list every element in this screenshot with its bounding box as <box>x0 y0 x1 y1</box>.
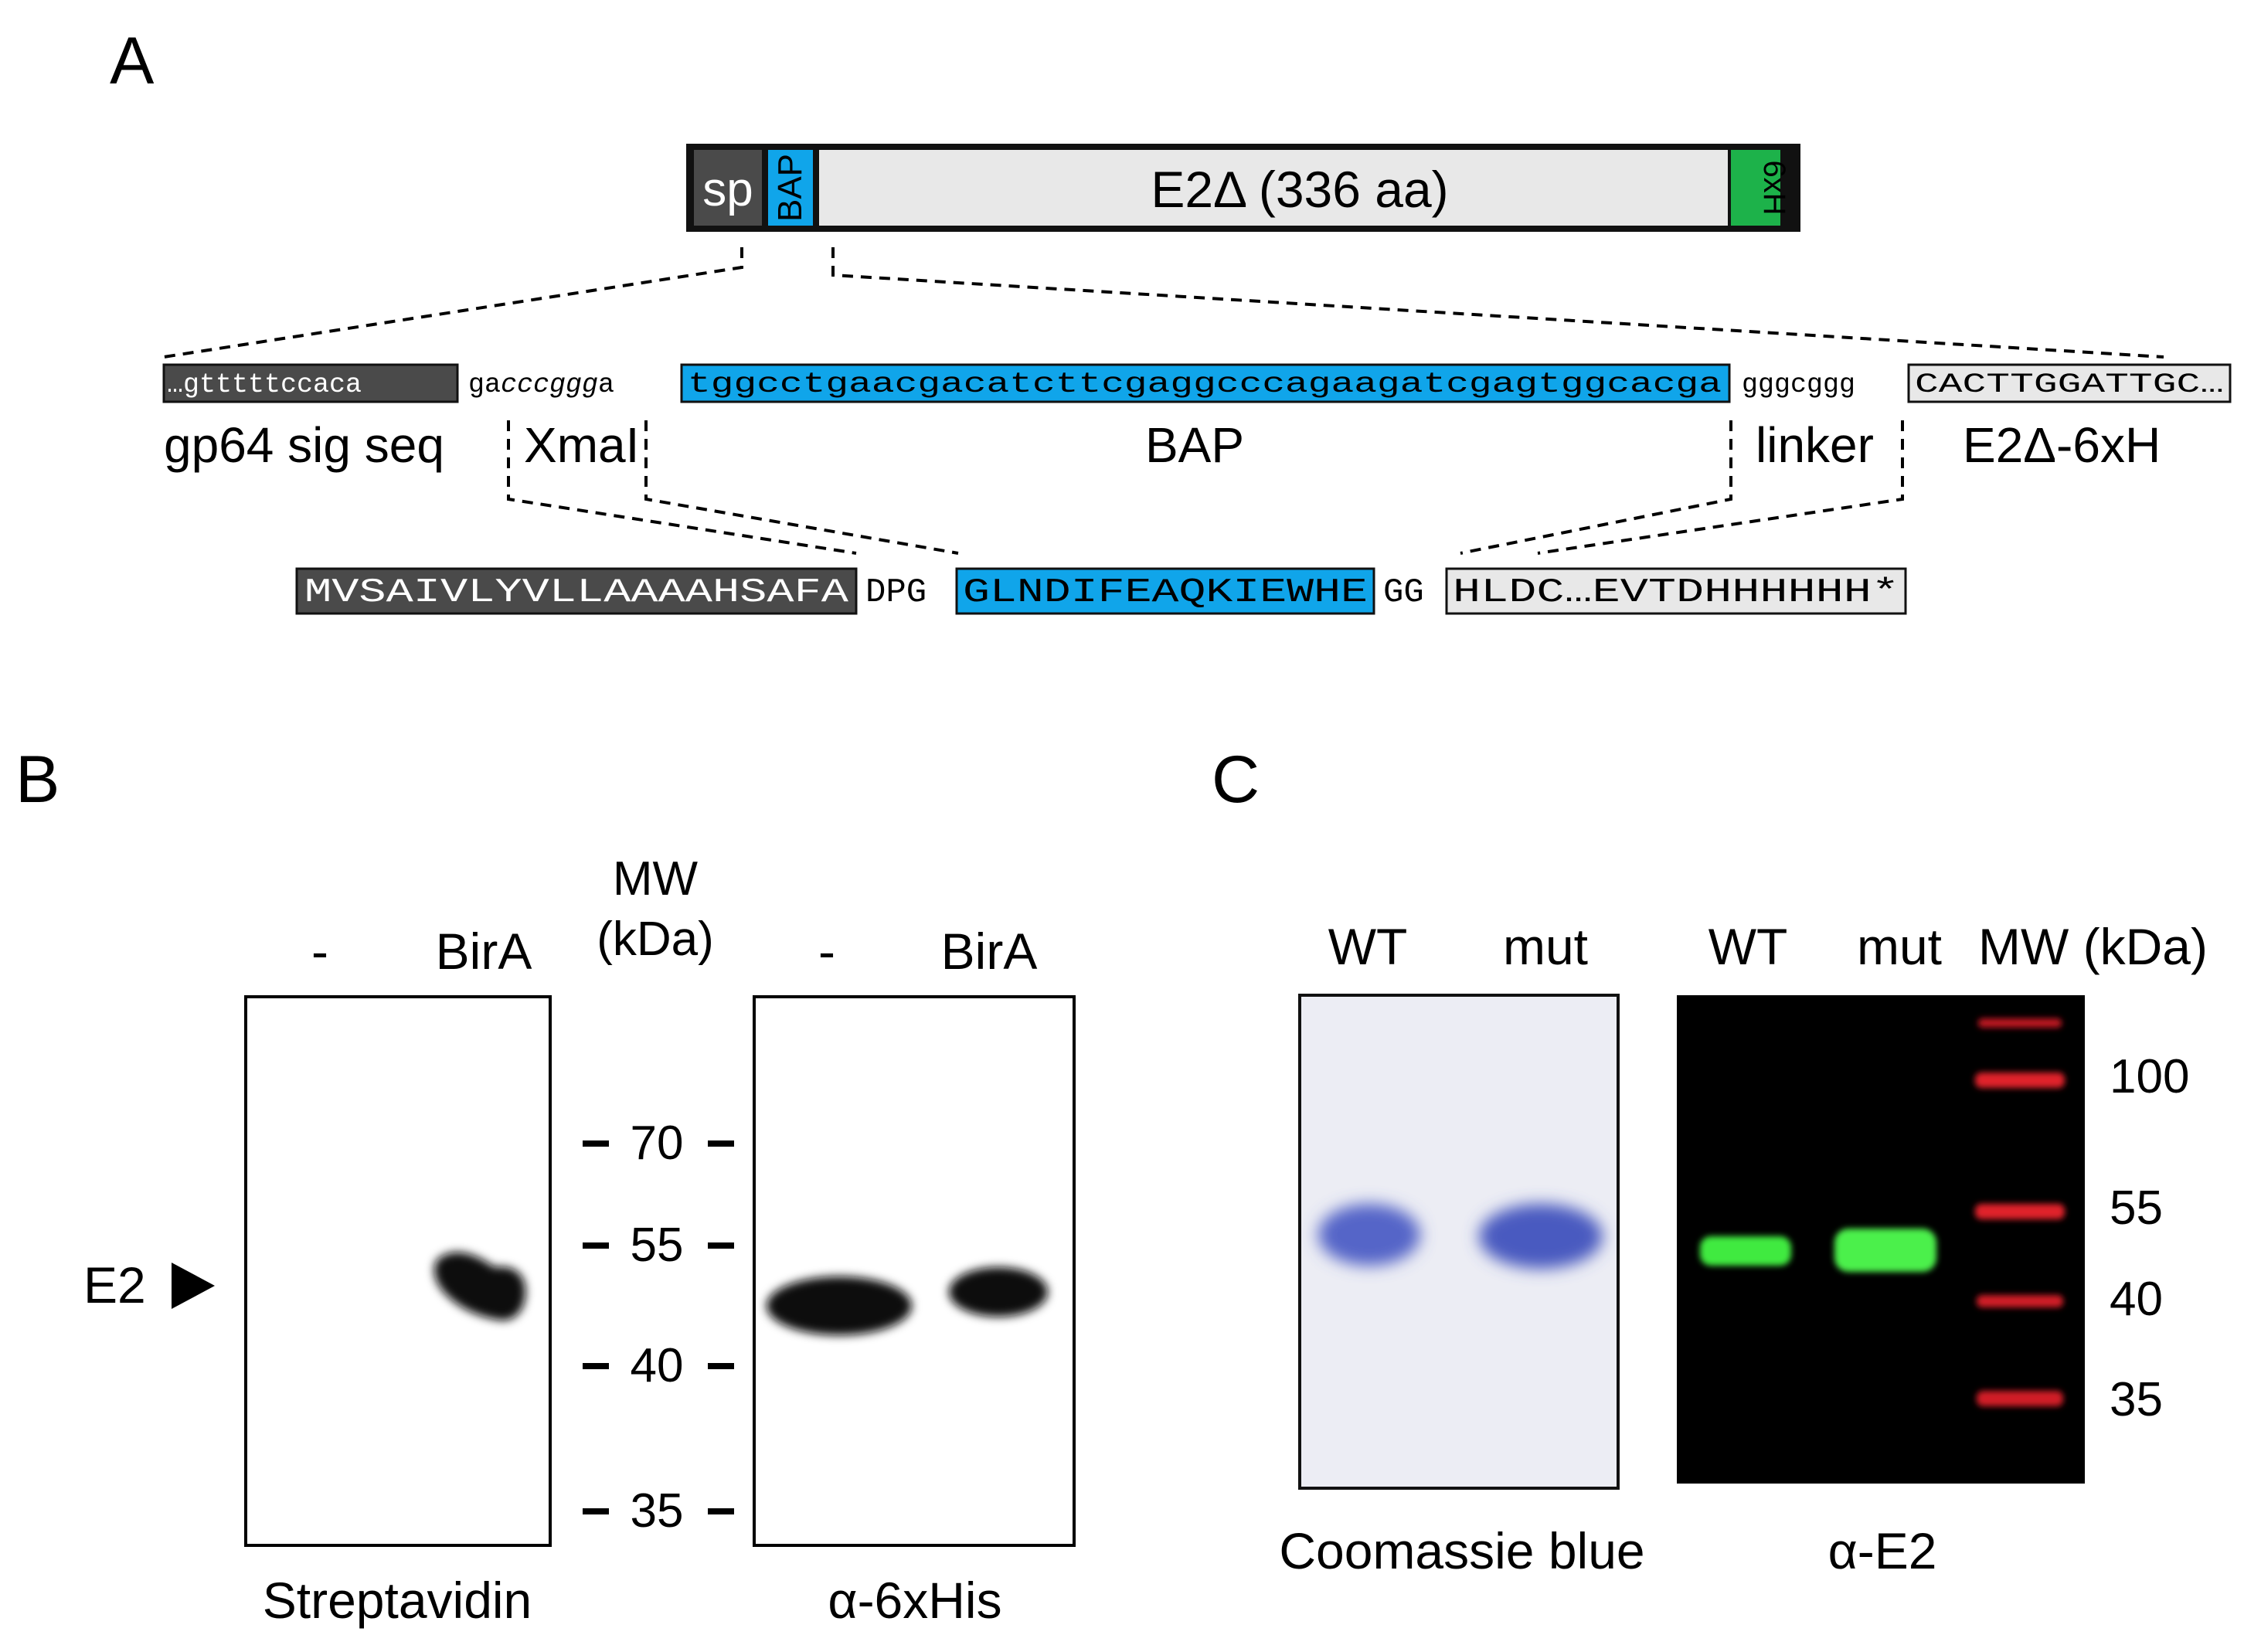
e2-blot <box>1677 995 2085 1484</box>
b-marker-70: 70 <box>631 1117 684 1170</box>
protein-dpg: DPG <box>865 573 926 612</box>
coomassie-band-mut <box>1479 1204 1603 1269</box>
dna-xmai-suffix: a <box>598 369 614 400</box>
e2-arrowhead-icon <box>172 1263 215 1309</box>
c-lane-wt-1: WT <box>1328 918 1408 975</box>
protein-sig-seq: MVSAIVLYVLLAAAAHSAFA <box>304 573 849 612</box>
c-lane-mut-1: mut <box>1503 918 1588 975</box>
panel-label-b: B <box>15 743 60 817</box>
label-linker: linker <box>1756 417 1874 473</box>
b-lane-neg-1: - <box>311 923 328 980</box>
b-blot2-label: α-6xHis <box>828 1572 1001 1629</box>
coomassie-gel <box>1298 994 1620 1490</box>
protein-e2-seq: HLDC…EVTDHHHHHH* <box>1453 573 1899 612</box>
construct-e2-label: E2Δ (336 aa) <box>1151 161 1448 218</box>
label-e2-6xh: E2Δ-6xH <box>1963 417 2161 473</box>
b-blot1-label: Streptavidin <box>263 1572 532 1629</box>
ladder-band-55 <box>1975 1204 2065 1219</box>
c-lane-mut-2: mut <box>1857 918 1942 975</box>
dna-e2-box <box>1907 363 2232 403</box>
dna-bap-seq: tggcctgaacgacatcttcgaggcccagaagatcgagtgg… <box>688 369 1722 401</box>
dna-bap-box <box>680 363 1731 403</box>
e2-band-wt <box>1700 1236 1791 1266</box>
dna-xmai-seq: gacccggga <box>468 369 614 400</box>
c-gel-label: Coomassie blue <box>1279 1522 1644 1579</box>
e2-label: E2 <box>83 1256 146 1314</box>
streptavidin-blot-frame <box>244 995 552 1547</box>
c-mw-title: MW (kDa) <box>1978 918 2208 975</box>
construct-bap-box <box>768 150 813 226</box>
ladder-band-100 <box>1975 1072 2065 1088</box>
b-marker-40: 40 <box>631 1339 684 1392</box>
construct-his-label: 6xH <box>1757 160 1791 215</box>
dna-linker-seq: gggcggg <box>1742 369 1855 400</box>
construct-diagram: sp BAP E2Δ (336 aa) 6xH <box>686 144 1800 232</box>
ladder-band-35 <box>1977 1391 2063 1406</box>
coomassie-band-wt <box>1318 1204 1420 1266</box>
b-lane-bira-1: BirA <box>436 923 532 980</box>
b-lane-neg-2: - <box>818 923 835 980</box>
construct-e2-box <box>819 150 1728 226</box>
his-blot-frame <box>753 995 1076 1547</box>
his-blot <box>753 995 1076 1547</box>
his-band-neg <box>767 1276 912 1335</box>
b-mw-title-2: (kDa) <box>597 913 714 966</box>
c-marker-100: 100 <box>2110 1050 2189 1103</box>
label-gp64-sig-seq: gp64 sig seq <box>164 417 444 473</box>
zoom-lines <box>163 247 2164 555</box>
b-lane-bira-2: BirA <box>941 923 1038 980</box>
label-xmai: XmaI <box>524 417 639 473</box>
ladder-band-40 <box>1977 1295 2063 1307</box>
c-marker-55: 55 <box>2110 1181 2163 1235</box>
construct-his-box <box>1731 150 1780 226</box>
streptavidin-band <box>434 1252 526 1321</box>
construct-sp-box <box>694 150 762 226</box>
construct-sp-label: sp <box>702 163 753 216</box>
label-bap: BAP <box>1145 417 1244 473</box>
dna-sig-box <box>162 363 459 403</box>
c-mw-markers: 100 55 40 35 <box>2110 1050 2189 1426</box>
c-blot-label: α-E2 <box>1828 1522 1937 1579</box>
c-lane-wt-2: WT <box>1708 918 1788 975</box>
protein-bap-box <box>955 567 1375 615</box>
b-mw-markers: 70 55 40 35 <box>583 1117 734 1538</box>
dna-xmai-site: cccggg <box>501 369 598 400</box>
dna-labels: gp64 sig seq XmaI BAP linker E2Δ-6xH <box>164 417 2161 473</box>
dna-xmai-prefix: ga <box>468 369 501 400</box>
e2-band-mut <box>1834 1229 1936 1272</box>
panel-label-c: C <box>1212 743 1260 817</box>
dna-sig-seq: …gtttttccaca <box>167 369 362 400</box>
c-marker-35: 35 <box>2110 1373 2163 1426</box>
b-marker-35: 35 <box>631 1484 684 1538</box>
protein-sig-box <box>295 567 858 615</box>
protein-bap-seq: GLNDIFEAQKIEWHE <box>963 573 1368 612</box>
b-marker-55: 55 <box>631 1219 684 1272</box>
c-marker-40: 40 <box>2110 1273 2163 1326</box>
panel-label-a: A <box>110 24 155 98</box>
construct-bap-label: BAP <box>771 154 809 222</box>
ladder-band-top <box>1978 1018 2062 1028</box>
b-mw-title-1: MW <box>613 852 699 906</box>
dna-sequence: …gtttttccaca gacccggga tggcctgaacgacatct… <box>162 363 2232 403</box>
protein-gg: GG <box>1383 573 1424 612</box>
protein-sequence: MVSAIVLYVLLAAAAHSAFA DPG GLNDIFEAQKIEWHE… <box>295 567 1907 615</box>
dna-e2-seq: CACTTGGATTGC… <box>1915 369 2224 400</box>
his-band-bira <box>949 1267 1048 1317</box>
protein-e2-box <box>1445 567 1907 615</box>
streptavidin-blot <box>244 995 552 1547</box>
